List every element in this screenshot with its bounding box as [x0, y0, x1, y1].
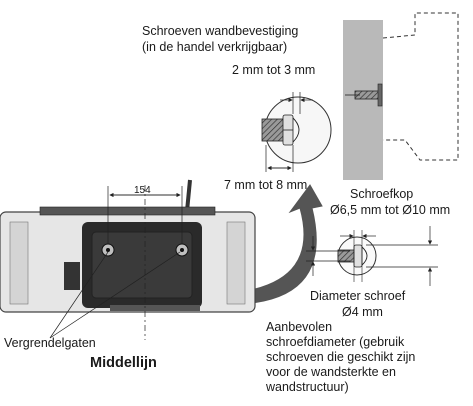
hole-spacing-label: 154	[134, 185, 151, 196]
recommended-line2: schroefdiameter (gebruik	[266, 335, 405, 349]
wall-screw-head	[377, 83, 383, 107]
screw-detail	[261, 92, 332, 172]
centerline-label: Middellijn	[90, 355, 157, 371]
wall-side-view	[343, 12, 459, 180]
curved-arrow	[239, 184, 323, 305]
recommended-line5: wandstructuur)	[266, 380, 349, 394]
screw-length-label: 7 mm tot 8 mm	[224, 178, 308, 192]
screw-head-label-line2: Ø6,5 mm tot Ø10 mm	[330, 203, 451, 217]
lock-holes-label: Vergrendelgaten	[4, 336, 96, 350]
screw-diameter-label-line2: Ø4 mm	[342, 305, 383, 319]
recommended-line4: voor de wandsterkte en	[266, 365, 396, 379]
recommended-line1: Aanbevolen	[266, 320, 333, 334]
device-outline-dashed	[382, 12, 459, 161]
screw-head-label-line1: Schroefkop	[350, 187, 414, 201]
device-rear-view	[0, 179, 256, 340]
screws-title-line2: (in de handel verkrijgbaar)	[142, 40, 288, 54]
wall	[343, 20, 383, 180]
recommended-line3: schroeven die geschikt zijn	[266, 350, 416, 364]
screw-gap-label: 2 mm tot 3 mm	[232, 63, 316, 77]
screw-diameter-label-line1: Diameter schroef	[310, 289, 406, 303]
screws-title-line1: Schroeven wandbevestiging	[142, 24, 299, 38]
screw-diameter-detail	[306, 226, 438, 286]
